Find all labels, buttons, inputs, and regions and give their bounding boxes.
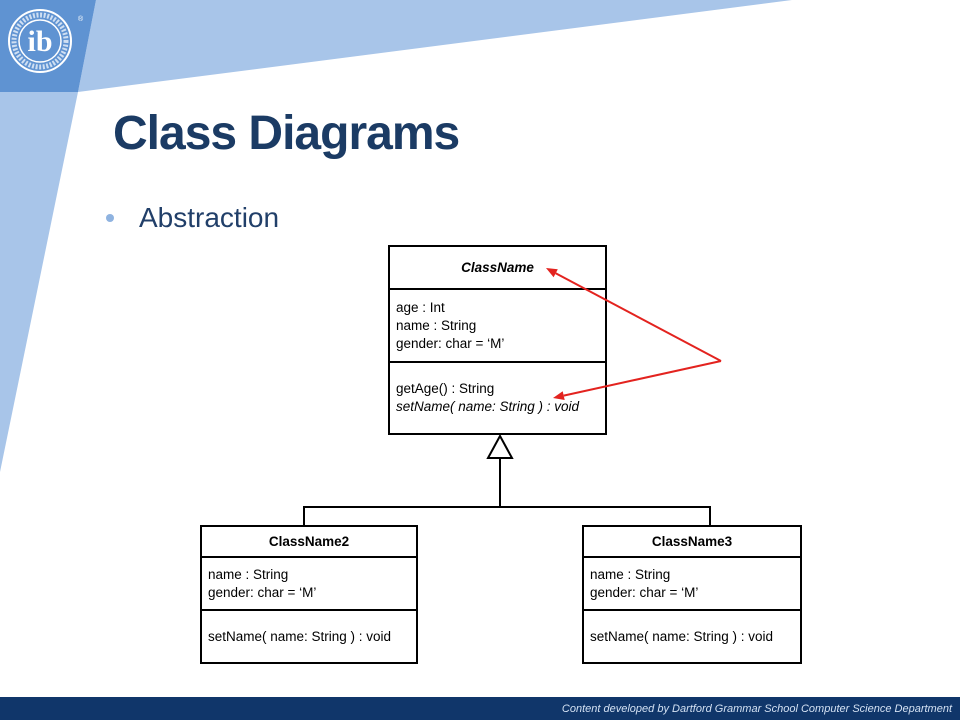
attributes-compartment: name : String gender: char = ‘M’ — [584, 556, 800, 609]
bullet-dot — [106, 214, 114, 222]
class-box-classname3: ClassName3 name : String gender: char = … — [582, 525, 802, 664]
class-name-compartment: ClassName2 — [202, 527, 416, 556]
methods-compartment: setName( name: String ) : void — [584, 609, 800, 662]
class-name: ClassName2 — [268, 533, 350, 549]
bullet-item: Abstraction — [106, 202, 279, 234]
attributes-compartment: age : Int name : String gender: char = ‘… — [390, 288, 605, 361]
class-box-classname2: ClassName2 name : String gender: char = … — [200, 525, 418, 664]
methods-compartment: getAge() : String setName( name: String … — [390, 361, 605, 433]
attribute-line: gender: char = ‘M’ — [396, 335, 505, 351]
class-name: ClassName3 — [651, 533, 733, 549]
attribute-line: name : String — [208, 566, 289, 582]
logo-ring-lettering — [11, 12, 69, 70]
method-line: setName( name: String ) : void — [396, 399, 580, 414]
left-accent-band — [0, 92, 78, 472]
attributes-compartment: name : String gender: char = ‘M’ — [202, 556, 416, 609]
bullet-text: Abstraction — [139, 202, 280, 233]
attribute-line: name : String — [590, 566, 671, 582]
logo-registered-mark: ® — [78, 15, 84, 23]
attribute-line: gender: char = ‘M’ — [208, 584, 317, 600]
top-accent-band — [78, 0, 792, 92]
logo-inner-ring — [18, 19, 62, 63]
method-line: setName( name: String ) : void — [208, 628, 392, 644]
attribute-line: name : String — [396, 317, 477, 333]
class-name-compartment: ClassName — [390, 247, 605, 288]
class-box-classname: ClassName age : Int name : String gender… — [388, 245, 607, 435]
attribute-line: gender: char = ‘M’ — [590, 584, 699, 600]
methods-compartment: setName( name: String ) : void — [202, 609, 416, 662]
top-left-accent-block — [0, 0, 96, 92]
attribute-line: age : Int — [396, 299, 445, 315]
footer-credit: Content developed by Dartford Grammar Sc… — [561, 702, 952, 715]
class-name-compartment: ClassName3 — [584, 527, 800, 556]
logo-outer-ring — [8, 9, 72, 73]
ib-logo: ib ® — [8, 9, 84, 73]
method-line: setName( name: String ) : void — [590, 628, 774, 644]
footer-bar: Content developed by Dartford Grammar Sc… — [0, 697, 960, 720]
logo-letters: ib — [27, 25, 52, 58]
slide-title: Class Diagrams — [113, 107, 460, 160]
method-line: getAge() : String — [396, 381, 495, 396]
class-name: ClassName — [461, 259, 534, 275]
